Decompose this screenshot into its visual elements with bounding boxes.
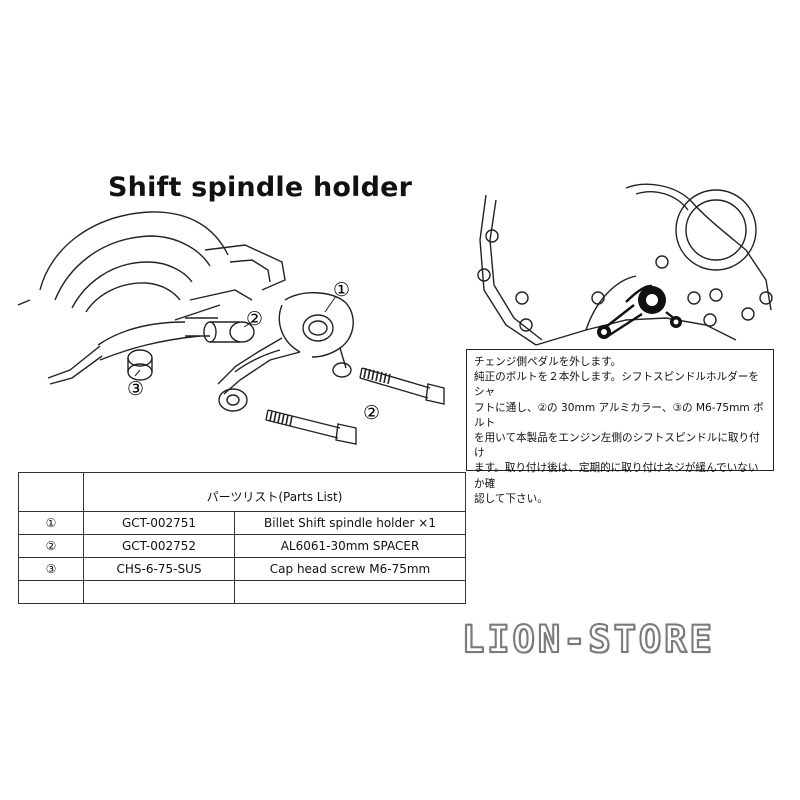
parts-list-header: パーツリスト(Parts List) <box>83 472 466 512</box>
part-description: Cap head screw M6-75mm <box>234 557 466 581</box>
part-mark: ② <box>18 534 84 558</box>
instruction-line: ます。取り付け後は、定期的に取り付けネジが緩んでいないか確 <box>474 462 759 490</box>
page-title: Shift spindle holder <box>108 172 413 203</box>
callout-1: ① <box>333 279 350 301</box>
part-description: AL6061-30mm SPACER <box>234 534 466 558</box>
callout-2-left: ② <box>246 308 263 330</box>
table-row-empty <box>18 580 466 604</box>
table-header-row: パーツリスト(Parts List) <box>18 472 466 512</box>
part-code: GCT-002751 <box>83 511 235 535</box>
table-row: ① GCT-002751 Billet Shift spindle holder… <box>18 511 466 535</box>
part-mark: ③ <box>18 557 84 581</box>
part-code: GCT-002752 <box>83 534 235 558</box>
part-code: CHS-6-75-SUS <box>83 557 235 581</box>
exploded-view-diagram: ① ② ② ③ <box>17 211 445 445</box>
instruction-line: チェンジ側ペダルを外します。 <box>474 356 622 368</box>
instruction-line: フトに通し、②の 30mm アルミカラー、③の M6-75mm ボルト <box>474 401 764 429</box>
part-description: Billet Shift spindle holder ×1 <box>234 511 466 535</box>
callout-3: ③ <box>127 378 144 400</box>
table-row: ② GCT-002752 AL6061-30mm SPACER <box>18 534 466 558</box>
instruction-line: を用いて本製品をエンジン左側のシフトスピンドルに取り付け <box>474 432 760 460</box>
instruction-line: 純正のボルトを２本外します。シフトスピンドルホルダーをシャ <box>474 371 759 399</box>
part-mark: ① <box>18 511 84 535</box>
instruction-note: チェンジ側ペダルを外します。 純正のボルトを２本外します。シフトスピンドルホルダ… <box>466 349 774 505</box>
store-watermark: LION-STORE <box>461 617 715 662</box>
callout-2-right: ② <box>363 402 380 424</box>
instruction-line: 認して下さい。 <box>474 492 548 505</box>
engine-case-diagram <box>477 183 773 346</box>
table-row: ③ CHS-6-75-SUS Cap head screw M6-75mm <box>18 557 466 581</box>
parts-list-table: パーツリスト(Parts List) ① GCT-002751 Billet S… <box>18 472 466 604</box>
